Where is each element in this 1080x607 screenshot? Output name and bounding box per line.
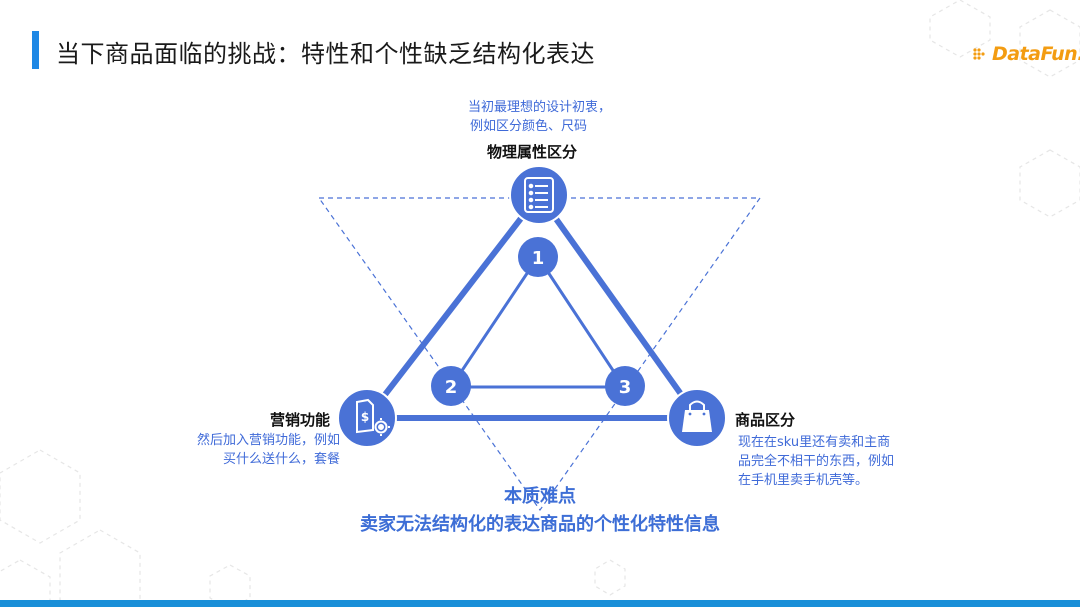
page-title: 当下商品面临的挑战：特性和个性缺乏结构化表达 — [56, 40, 595, 68]
top-label: 物理属性区分 — [487, 143, 578, 161]
svg-text:$: $ — [361, 410, 369, 424]
right-note-line1: 现在在sku里还有卖和主商 — [738, 435, 891, 450]
bottom-accent-line — [0, 600, 1080, 607]
number-node-2: 2 — [431, 366, 471, 406]
number-node-1: 1 — [518, 237, 558, 277]
logo-text: DataFun. — [992, 43, 1080, 65]
number-3: 3 — [619, 377, 632, 398]
datafun-logo: DataFun. — [972, 38, 1080, 70]
right-note-line3: 在手机里卖手机壳等。 — [738, 473, 869, 488]
left-node: $ — [337, 388, 397, 448]
shopping-bag-icon — [682, 400, 712, 432]
core-difficulty-title: 本质难点 — [504, 486, 576, 507]
core-difficulty-description: 卖家无法结构化的表达商品的个性化特性信息 — [360, 514, 720, 535]
outer-triangle — [364, 192, 701, 421]
list-document-icon — [524, 177, 554, 213]
right-note: 现在在sku里还有卖和主商 品完全不相干的东西，例如 在手机里卖手机壳等。 — [738, 433, 918, 490]
left-note-line2: 买什么送什么，套餐 — [222, 452, 340, 467]
left-label: 营销功能 — [270, 411, 331, 429]
number-2: 2 — [445, 377, 458, 398]
left-note: 然后加入营销功能，例如 买什么送什么，套餐 — [180, 431, 340, 469]
top-note-line1: 当初最理想的设计初衷， — [468, 100, 612, 115]
number-1: 1 — [532, 248, 545, 269]
top-node — [509, 165, 569, 225]
price-tag-gear-icon: $ — [356, 398, 390, 436]
right-node — [667, 388, 727, 448]
title-accent-bar — [32, 31, 39, 69]
right-note-line2: 品完全不相干的东西，例如 — [738, 454, 895, 469]
top-note: 当初最理想的设计初衷， 例如区分颜色、尺码 — [468, 98, 638, 136]
logo-dots-icon — [973, 48, 985, 60]
top-note-line2: 例如区分颜色、尺码 — [470, 119, 588, 134]
right-label: 商品区分 — [735, 411, 796, 429]
inner-triangle — [449, 255, 626, 389]
number-node-3: 3 — [605, 366, 645, 406]
left-note-line1: 然后加入营销功能，例如 — [196, 433, 340, 448]
